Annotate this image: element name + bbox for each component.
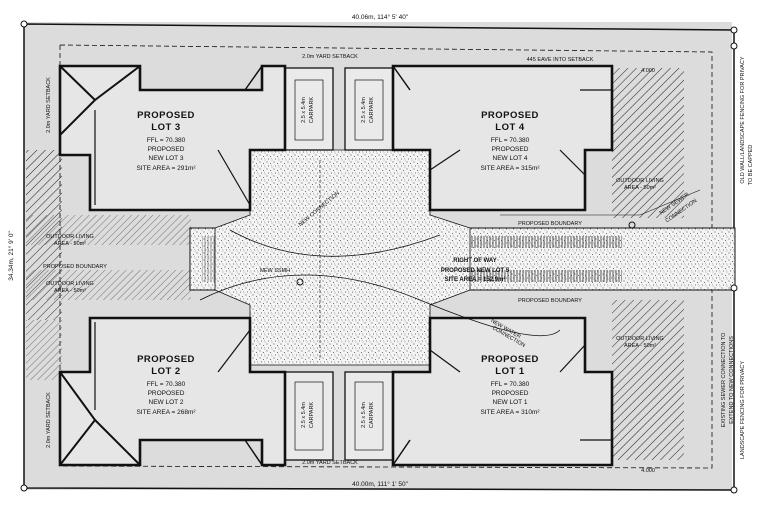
- dim-top: 40.06m, 114° 5' 40": [352, 13, 409, 21]
- hatch-right-bottom: [612, 300, 684, 460]
- dim-left: 34.34m, 21° 9' 0": [7, 231, 15, 281]
- boundary-label-top: PROPOSED BOUNDARY: [518, 221, 582, 227]
- building-lot2: [58, 316, 287, 467]
- building-lot1: [391, 316, 614, 467]
- svg-text:CARPARK: CARPARK: [369, 97, 375, 124]
- ssmh-label: NEW SSMH: [260, 268, 290, 274]
- svg-text:SITE AREA = 291m²: SITE AREA = 291m²: [136, 165, 196, 172]
- svg-text:NEW LOT 2: NEW LOT 2: [149, 399, 184, 406]
- corner-markers: [20, 20, 738, 494]
- fence-note: OLD WALL/LANDSCAPE FENCING FOR PRIVACY: [740, 56, 746, 183]
- svg-text:2.5 x 5.4m: 2.5 x 5.4m: [301, 402, 307, 428]
- svg-text:PROPOSED NEW LOT 5: PROPOSED NEW LOT 5: [441, 268, 510, 274]
- right-of-way-labels: RIGHT OF WAY PROPOSED NEW LOT 5 SITE ARE…: [441, 258, 510, 283]
- hatch-right-top: [612, 68, 684, 218]
- hatch-outdoor-left-bottom: [26, 270, 191, 300]
- svg-text:PROPOSED: PROPOSED: [148, 146, 185, 153]
- sewer-note: EXISTING SEWER CONNECTION TO: [721, 332, 727, 428]
- svg-text:PROPOSED: PROPOSED: [481, 110, 539, 121]
- svg-text:OUTDOOR LIVING: OUTDOOR LIVING: [46, 234, 94, 240]
- building-lot3: [58, 64, 287, 212]
- svg-text:PROPOSED: PROPOSED: [492, 390, 529, 397]
- svg-text:SITE AREA = 310m²: SITE AREA = 310m²: [480, 409, 540, 416]
- eave-note: 445 EAVE INTO SETBACK: [527, 57, 594, 63]
- svg-text:OUTDOOR LIVING: OUTDOOR LIVING: [616, 178, 664, 184]
- svg-text:SITE AREA = 315m²: SITE AREA = 315m²: [480, 165, 540, 172]
- svg-text:AREA - 50m²: AREA - 50m²: [54, 288, 86, 294]
- svg-text:PROPOSED: PROPOSED: [481, 354, 539, 365]
- svg-text:FFL = 70.380: FFL = 70.380: [147, 381, 186, 388]
- svg-text:PROPOSED: PROPOSED: [492, 146, 529, 153]
- building-lot4: [391, 64, 614, 212]
- svg-text:CARPARK: CARPARK: [309, 97, 315, 124]
- label-lot3: PROPOSED LOT 3 FFL = 70.380 PROPOSED NEW…: [136, 110, 196, 172]
- sewer-note-2: EXTEND TO NEW CONNECTIONS: [729, 336, 735, 424]
- svg-text:CARPARK: CARPARK: [309, 402, 315, 429]
- svg-text:PROPOSED: PROPOSED: [137, 354, 195, 365]
- svg-text:SITE AREA = 268m²: SITE AREA = 268m²: [136, 409, 196, 416]
- label-lot4: PROPOSED LOT 4 FFL = 70.380 PROPOSED NEW…: [480, 110, 540, 172]
- setback-left-bottom: 2.0m YARD SETBACK: [46, 392, 52, 448]
- svg-text:OUTDOOR LIVING: OUTDOOR LIVING: [46, 281, 94, 287]
- svg-text:OUTDOOR LIVING: OUTDOOR LIVING: [616, 336, 664, 342]
- svg-text:FFL = 70.380: FFL = 70.380: [491, 381, 530, 388]
- setback-top: 2.0m YARD SETBACK: [302, 54, 358, 60]
- carpark-labels: 2.5 x 5.4m CARPARK 2.5 x 5.4m CARPARK 2.…: [301, 97, 375, 429]
- svg-text:LOT 1: LOT 1: [495, 366, 525, 377]
- capped-note: TO BE CAPPED: [748, 145, 754, 186]
- svg-text:AREA - 50m²: AREA - 50m²: [624, 185, 656, 191]
- svg-text:PROPOSED: PROPOSED: [148, 390, 185, 397]
- svg-text:NEW LOT 4: NEW LOT 4: [493, 155, 528, 162]
- svg-text:CARPARK: CARPARK: [369, 402, 375, 429]
- service-line-2: [229, 229, 441, 257]
- svg-text:2.5 x 5.4m: 2.5 x 5.4m: [301, 97, 307, 123]
- carpark-lot3: [284, 67, 334, 151]
- boundary-label-left: PROPOSED BOUNDARY: [43, 264, 107, 270]
- ssmh-marker: [296, 278, 304, 286]
- boundary-label-bottom: PROPOSED BOUNDARY: [518, 298, 582, 304]
- label-lot1: PROPOSED LOT 1 FFL = 70.380 PROPOSED NEW…: [480, 354, 540, 416]
- svg-text:RIGHT OF WAY: RIGHT OF WAY: [453, 258, 496, 264]
- dim-bottom: 40.00m, 111° 1' 50": [352, 480, 408, 488]
- service-line-4: [500, 189, 701, 216]
- svg-text:NEW LOT 1: NEW LOT 1: [493, 399, 528, 406]
- level-a: 4.000: [641, 68, 655, 74]
- svg-text:AREA - 50m²: AREA - 50m²: [624, 343, 656, 349]
- setback-bottom: 2.0m YARD SETBACK: [302, 460, 358, 466]
- hatch-outdoor-left-top: [26, 215, 191, 245]
- svg-text:FFL = 70.380: FFL = 70.380: [491, 137, 530, 144]
- svg-text:PROPOSED: PROPOSED: [137, 110, 195, 121]
- setback-left-top: 2.0m YARD SETBACK: [46, 77, 52, 133]
- svg-text:FFL = 70.380: FFL = 70.380: [147, 137, 186, 144]
- svg-text:LOT 4: LOT 4: [495, 122, 525, 133]
- level-b: 4.000: [641, 468, 655, 474]
- hatch-left-lower: [26, 320, 62, 380]
- svg-text:LOT 3: LOT 3: [151, 122, 180, 133]
- label-lot2: PROPOSED LOT 2 FFL = 70.380 PROPOSED NEW…: [136, 354, 196, 416]
- svg-text:AREA - 50m²: AREA - 50m²: [54, 241, 86, 247]
- svg-text:LOT 2: LOT 2: [151, 366, 180, 377]
- svg-text:2.5 x 5.4m: 2.5 x 5.4m: [361, 97, 367, 123]
- svg-text:2.5 x 5.4m: 2.5 x 5.4m: [361, 402, 367, 428]
- service-line-1: [199, 274, 561, 337]
- svg-text:SITE AREA = 152.9m²: SITE AREA = 152.9m²: [445, 276, 506, 283]
- service-marker: [628, 221, 636, 229]
- svg-text:NEW LOT 3: NEW LOT 3: [149, 155, 184, 162]
- landscape-note: LANDSCAPE FENCING FOR PRIVACY: [740, 361, 746, 459]
- outdoor-labels: OUTDOOR LIVING AREA - 50m² OUTDOOR LIVIN…: [46, 178, 664, 349]
